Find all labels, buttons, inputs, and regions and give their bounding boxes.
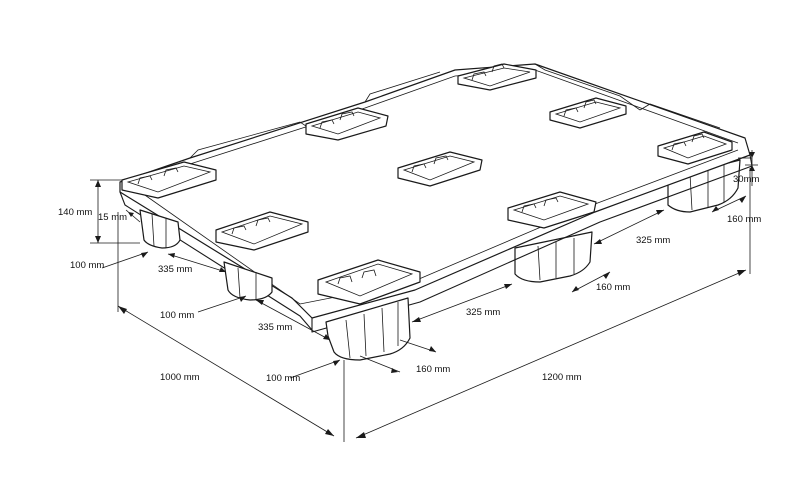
label-foot-160-b: 160 mm [596,282,630,293]
back-right-leg [667,159,741,213]
label-foot-160-c: 160 mm [727,214,761,225]
front-left-leg [139,209,181,249]
label-spacing-325-a: 325 mm [466,307,500,318]
dimension-labels: 140 mm 15 mm 100 mm 335 mm 100 mm 335 mm… [58,174,761,384]
label-spacing-335-b: 335 mm [258,322,292,333]
deck-opening-back-right [457,63,537,91]
label-width-1000: 1000 mm [160,372,200,383]
deck-opening-middle-right [549,97,627,129]
label-spacing-335-a: 335 mm [158,264,192,275]
deck-opening-back-left [121,161,217,199]
deck-opening-front-center [507,191,597,229]
deck-opening-back-center [305,107,389,141]
front-center-leg [223,261,273,301]
label-foot-160-a: 160 mm [416,364,450,375]
label-gap-100-a: 100 mm [70,260,104,271]
pallet-deck [119,63,753,333]
deck-edge-front-left [119,191,313,333]
label-thickness-15: 15 mm [98,212,127,223]
label-thickness-30: 30mm [733,174,759,185]
deck-opening-front-left [317,259,421,305]
deck-opening-front-right [657,131,733,165]
deck-top-surface [119,63,751,319]
label-length-1200: 1200 mm [542,372,582,383]
label-height-140: 140 mm [58,207,92,218]
deck-opening-center [397,151,483,187]
front-corner-leg [325,297,411,361]
label-gap-100-c: 100 mm [266,373,300,384]
label-spacing-325-b: 325 mm [636,235,670,246]
back-center-leg [514,231,593,283]
deck-opening-middle-left [215,211,309,251]
dimension-lines [90,150,758,442]
label-gap-100-b: 100 mm [160,310,194,321]
